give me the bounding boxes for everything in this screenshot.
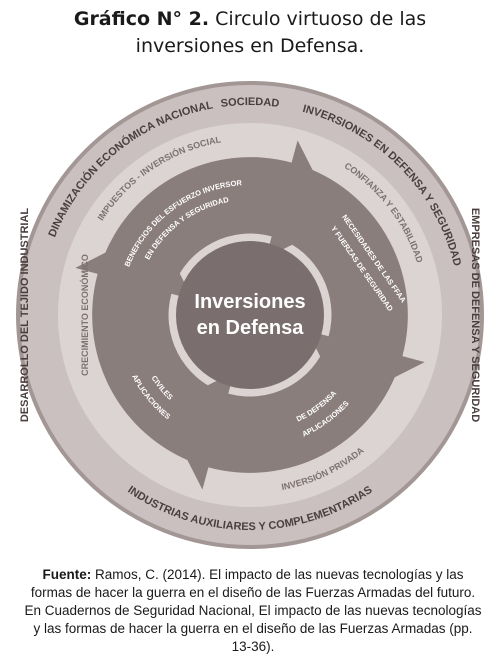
center-label-line1: Inversiones: [194, 291, 305, 313]
center-disc: [176, 241, 324, 389]
virtuous-circle-diagram: Inversiones en Defensa DINAMIZACIÓN ECON…: [0, 70, 500, 560]
figure-source: Fuente: Ramos, C. (2014). El impacto de …: [22, 566, 484, 656]
outer-label-top: SOCIEDAD: [220, 96, 280, 110]
figure-title-line1: Circulo virtuoso de las: [215, 8, 427, 30]
source-label: Fuente:: [42, 567, 92, 582]
diagram-canvas: Inversiones en Defensa DINAMIZACIÓN ECON…: [16, 81, 484, 549]
outer-label-left: DESARROLLO DEL TEJIDO INDUSTRIAL: [19, 208, 31, 423]
center-label-line2: en Defensa: [197, 317, 305, 339]
mid-label-left: CRECIMIENTO ECONÓMICO: [79, 254, 90, 376]
figure-title-line2: inversiones en Defensa.: [135, 35, 365, 57]
source-text: Ramos, C. (2014). El impacto de las nuev…: [24, 567, 482, 654]
figure-title: Gráfico N° 2. Circulo virtuoso de las in…: [0, 6, 500, 60]
outer-label-right: EMPRESAS DE DEFENSA Y SEGURIDAD: [469, 208, 481, 422]
figure-number: Gráfico N° 2.: [73, 8, 210, 30]
